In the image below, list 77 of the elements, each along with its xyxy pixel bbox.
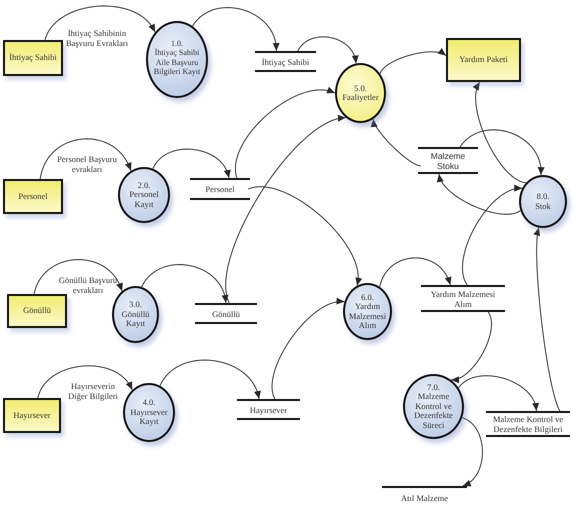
data-store	[486, 411, 570, 437]
process-name: Malzeme Kontrol ve Dezenfekte Süreci	[413, 392, 454, 430]
data-flow-arrow	[225, 114, 346, 304]
data-flow-arrow	[297, 36, 359, 64]
external-entity-box	[7, 294, 67, 328]
process-name: Stok	[535, 202, 551, 211]
process-number: 6.0.	[361, 292, 374, 302]
external-entity-box	[3, 40, 63, 76]
data-flow-arrow	[380, 48, 446, 74]
data-store	[421, 285, 505, 312]
data-flow-arrow	[34, 259, 123, 294]
data-flow-arrow	[379, 257, 452, 288]
data-flow-arrow	[37, 365, 133, 398]
process-number: 1.0.	[171, 38, 183, 48]
process-number: 7.0.	[427, 382, 440, 392]
data-flow-arrow	[450, 312, 492, 384]
process-name: Faaliyetler	[342, 93, 379, 102]
data-store	[190, 178, 250, 200]
process-number: 8.0.	[536, 192, 550, 202]
data-flow-arrow	[141, 264, 229, 304]
data-flow-arrow	[458, 375, 540, 412]
process-circle	[118, 167, 170, 223]
data-flow-arrow	[234, 86, 336, 178]
data-store	[418, 147, 478, 174]
process-circle	[403, 374, 464, 439]
store-label: Hayırsever	[250, 404, 288, 414]
data-flow-arrow	[472, 82, 526, 184]
process-circle	[112, 286, 159, 343]
data-flow-arrow	[44, 6, 156, 40]
store-label: Atıl Malzeme	[401, 493, 448, 503]
flow-label: Hayırseverin Diğer Bilgileri	[67, 381, 119, 401]
data-flow-arrow	[40, 138, 132, 180]
process-name: Personel Kayıt	[128, 190, 160, 210]
store-label: Malzeme Stoku	[430, 150, 466, 170]
process-circle	[335, 63, 386, 123]
process-circle	[146, 21, 208, 98]
data-flow-arrow	[160, 360, 261, 400]
entity-label: Yardım Paketi	[459, 55, 508, 65]
store-label: Gönüllü	[212, 308, 240, 318]
entity-label: Hayırsever	[13, 410, 51, 420]
store-label: Yardım Malzemesi Alım	[430, 288, 496, 308]
data-store	[195, 303, 257, 324]
store-label: Personel	[205, 184, 235, 194]
data-flow-arrow	[462, 417, 483, 486]
data-flow-arrow	[192, 7, 280, 52]
process-number: 3.0.	[129, 300, 142, 310]
process-name: Gönüllü Kayıt	[120, 310, 150, 329]
data-flow-arrow	[272, 298, 345, 400]
external-entity-box	[3, 398, 61, 433]
process-number: 4.0.	[142, 398, 156, 408]
process-name: Hayırsever Kayıt	[129, 408, 169, 427]
data-flow-arrow	[460, 129, 545, 176]
entity-label: Gönüllü	[23, 306, 51, 316]
data-flow-arrow	[462, 184, 523, 286]
data-store	[237, 399, 300, 420]
data-flow-arrow	[152, 148, 231, 178]
entity-label: Personel	[18, 192, 48, 202]
process-name: Yardım Malzemesi Alım	[348, 302, 388, 330]
external-entity-box	[3, 179, 63, 214]
data-flow-arrow	[436, 174, 521, 215]
data-flow-arrow	[533, 227, 560, 412]
data-flow-arrow	[370, 118, 422, 166]
external-entity-box	[446, 38, 521, 82]
process-circle	[519, 175, 567, 228]
process-number: 2.0.	[138, 180, 150, 190]
flow-label: Personel Başvuru evrakları	[56, 154, 118, 174]
data-flow-arrow	[248, 186, 362, 286]
store-label: Malzeme Kontrol ve Dezenfekte Bilgileri	[492, 414, 564, 434]
data-store	[255, 51, 316, 72]
process-number: 5.0.	[354, 84, 367, 93]
process-circle	[123, 383, 175, 442]
flow-label: İhtiyaç Sahibinin Başvuru Evrakları	[64, 28, 130, 48]
process-name: İhtiyaç Sahibi Aile Başvuru Bilgileri Kayıt	[152, 48, 202, 76]
process-circle	[343, 283, 392, 340]
flow-label: Gönüllü Başvuru evrakları	[58, 275, 118, 295]
entity-label: İhtiyaç Sahibi	[9, 53, 57, 63]
store-label: İhtiyaç Sahibi	[262, 56, 310, 66]
